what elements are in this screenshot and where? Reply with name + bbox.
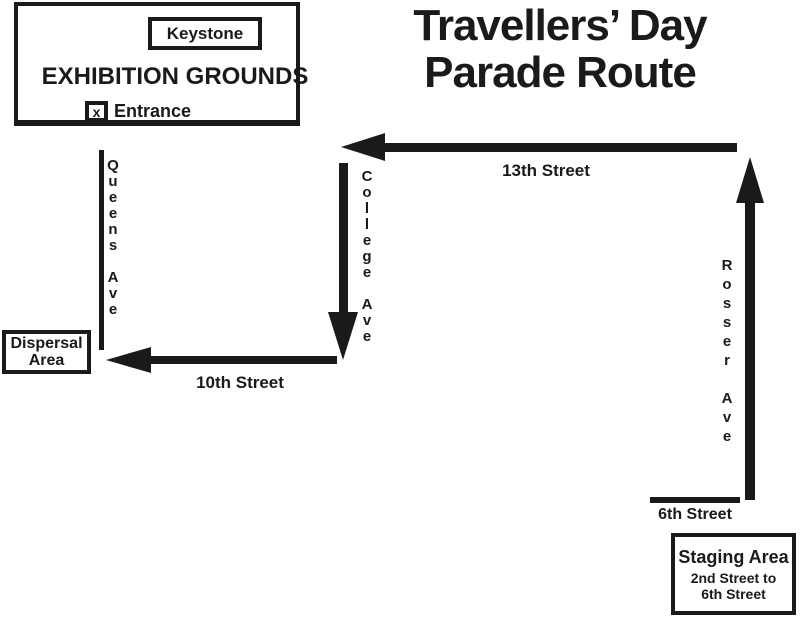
keystone-badge: Keystone <box>148 17 262 50</box>
college-ave-arrow-shaft <box>339 163 348 315</box>
entrance-x-mark: x <box>92 103 101 120</box>
college-ave-arrowhead-icon <box>328 312 358 360</box>
page-title: Travellers’ Day Parade Route <box>413 1 707 97</box>
thirteenth-street-label: 13th Street <box>502 161 590 180</box>
dispersal-area-box: Dispersal Area <box>2 330 91 374</box>
exhibition-grounds-label: EXHIBITION GROUNDS <box>41 63 309 90</box>
staging-area-box: Staging Area 2nd Street to 6th Street <box>671 533 796 615</box>
college-ave-label: C o l l e g e A v e <box>361 168 373 345</box>
sixth-street-line <box>650 497 740 503</box>
queens-ave-line <box>99 150 104 350</box>
thirteenth-street-arrowhead-icon <box>341 133 385 161</box>
thirteenth-street-arrow-shaft <box>383 143 737 152</box>
rosser-ave-label: R o s s e r A v e <box>721 257 733 445</box>
staging-area-range: 2nd Street to 6th Street <box>690 569 777 602</box>
sixth-street-label: 6th Street <box>658 506 732 523</box>
keystone-label: Keystone <box>166 23 244 43</box>
entrance-label: Entrance <box>114 101 192 121</box>
tenth-street-arrow-shaft <box>150 356 337 364</box>
rosser-ave-arrow-shaft <box>745 200 755 500</box>
exhibition-grounds-box: Keystone EXHIBITION GROUNDS <box>14 2 308 126</box>
rosser-ave-arrowhead-icon <box>736 157 764 203</box>
entrance-marker-box: x <box>85 101 108 122</box>
tenth-street-arrowhead-icon <box>106 347 151 373</box>
staging-area-title: Staging Area <box>678 546 789 567</box>
dispersal-area-label: Dispersal Area <box>10 335 83 369</box>
tenth-street-label: 10th Street <box>196 373 284 392</box>
queens-ave-label: Q u e e n s A v e <box>107 157 119 318</box>
